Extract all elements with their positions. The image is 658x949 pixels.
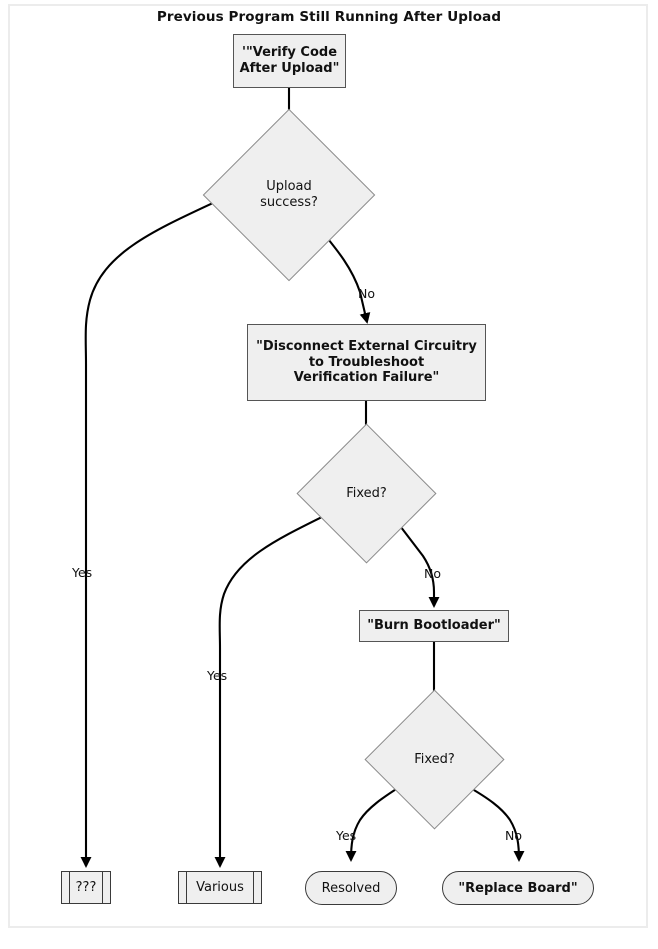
node-line: Various [196, 880, 244, 895]
node-resolved-terminal[interactable]: Resolved [305, 871, 397, 905]
edge-label-fixed2-no: No [505, 828, 522, 843]
edge-upload-yes-to-unknown [80, 195, 229, 868]
node-line: '"Verify Code [241, 45, 338, 61]
edge-fixed1-no-to-burn [393, 517, 440, 608]
edge-label-fixed1-no: No [424, 566, 441, 581]
node-line: ??? [75, 880, 97, 895]
node-line: Verification Failure" [293, 370, 440, 386]
node-line: Resolved [321, 880, 381, 896]
edge-fixed1-yes-to-various [214, 510, 335, 868]
edge-label-upload-yes: Yes [72, 565, 93, 580]
edge-fixed2-yes-to-resolved [345, 785, 402, 862]
node-line: After Upload" [239, 61, 340, 76]
diamond-label: Fixed? [385, 710, 484, 809]
node-replace-board-terminal[interactable]: "Replace Board" [442, 871, 594, 905]
node-fixed-decision-2[interactable]: Fixed? [364, 689, 505, 830]
node-verify-code-after-upload[interactable]: '"Verify Code After Upload" [233, 34, 346, 88]
node-line: Fixed? [346, 485, 387, 501]
diagram-title: Previous Program Still Running After Upl… [156, 9, 502, 25]
edge-label-upload-no: No [358, 286, 375, 301]
node-line: success? [260, 195, 318, 210]
node-upload-success-decision[interactable]: Upload success? [202, 108, 376, 282]
node-line: to Troubleshoot [308, 354, 425, 370]
node-fixed-decision-1[interactable]: Fixed? [296, 423, 437, 564]
subroutine-bar-left [186, 872, 187, 903]
edge-label-fixed2-yes: Yes [336, 828, 357, 843]
node-line: Upload [266, 179, 312, 195]
node-burn-bootloader[interactable]: "Burn Bootloader" [359, 610, 509, 642]
diamond-label: Upload success? [228, 134, 350, 256]
node-unknown-subroutine[interactable]: ??? [61, 871, 111, 904]
subroutine-bar-left [69, 872, 70, 903]
diamond-label: Fixed? [317, 444, 416, 543]
node-line: "Replace Board" [458, 880, 578, 896]
node-various-subroutine[interactable]: Various [178, 871, 262, 904]
edge-label-fixed1-yes: Yes [207, 668, 228, 683]
subroutine-bar-right [253, 872, 254, 903]
node-line: "Burn Bootloader" [367, 618, 501, 634]
subroutine-bar-right [102, 872, 103, 903]
edge-fixed2-no-to-replace [466, 785, 525, 862]
node-disconnect-external-circuitry[interactable]: "Disconnect External Circuitry to Troubl… [247, 324, 486, 401]
node-line: Fixed? [414, 751, 455, 767]
node-line: "Disconnect External Circuitry [256, 338, 477, 354]
